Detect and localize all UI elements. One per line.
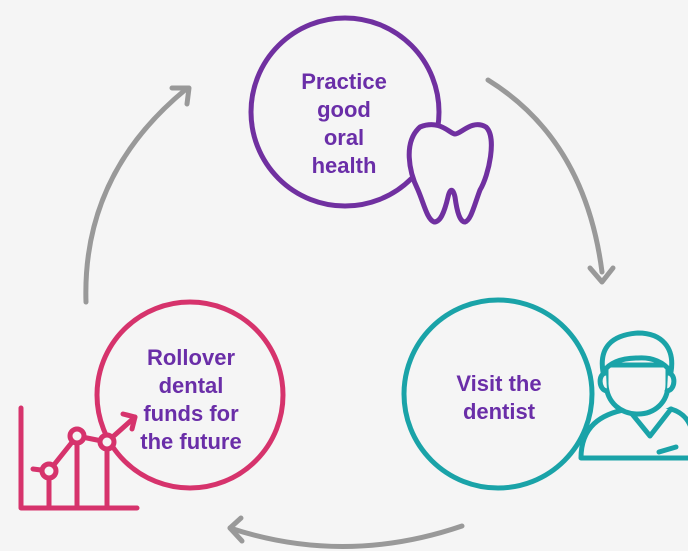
rollover-label-line: funds for	[143, 401, 239, 426]
rollover-label-line: dental	[158, 373, 224, 398]
visit-label-line: Visit the	[456, 371, 542, 396]
cycle-arrow-bottom	[227, 515, 465, 549]
practice-circle	[248, 15, 442, 209]
cycle-arrow-left	[83, 85, 192, 305]
rollover-circle	[94, 299, 286, 491]
practice-label-line: health	[311, 153, 377, 178]
rollover-label: Rollover dental funds for the future	[111, 344, 271, 456]
practice-label-line: Practice	[301, 69, 387, 94]
tooth-icon	[406, 122, 494, 225]
growth-chart-icon	[18, 405, 140, 511]
visit-label: Visit the dentist	[424, 370, 574, 426]
rollover-label-line: the future	[140, 429, 242, 454]
dentist-person-icon	[578, 330, 688, 461]
visit-label-line: dentist	[462, 399, 536, 424]
practice-label-line: good	[317, 97, 371, 122]
rollover-label-line: Rollover	[146, 345, 236, 370]
practice-label-line: oral	[323, 125, 365, 150]
visit-circle	[401, 297, 595, 491]
cycle-arrow-top-right	[485, 77, 616, 285]
practice-label: Practice good oral health	[269, 68, 419, 180]
